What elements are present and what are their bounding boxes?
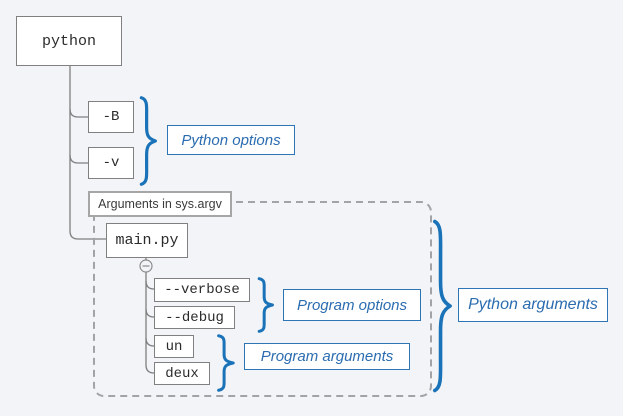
node-main-py: main.py bbox=[106, 223, 188, 258]
sys-argv-boundary-label: Arguments in sys.argv bbox=[88, 191, 232, 217]
node-option-b: -B bbox=[88, 101, 134, 133]
node-arg-un: un bbox=[154, 335, 194, 358]
caption-python-arguments: Python arguments bbox=[458, 288, 608, 322]
caption-python-options: Python options bbox=[167, 125, 295, 155]
node-python: python bbox=[16, 16, 122, 66]
python-arguments-brace-icon bbox=[430, 218, 453, 394]
connector-lines bbox=[69, 66, 155, 374]
program-arguments-brace-icon bbox=[214, 334, 236, 392]
sys-argv-dashed-boundary bbox=[93, 201, 432, 397]
collapse-minus-icon bbox=[139, 259, 153, 273]
python-options-brace-icon bbox=[137, 95, 158, 187]
node-option-v: -v bbox=[88, 147, 134, 179]
caption-program-options: Program options bbox=[283, 289, 421, 321]
node-verbose-flag: --verbose bbox=[154, 278, 250, 302]
node-debug-flag: --debug bbox=[154, 306, 235, 329]
node-arg-deux: deux bbox=[154, 362, 210, 385]
caption-program-arguments: Program arguments bbox=[244, 343, 410, 370]
program-options-brace-icon bbox=[255, 277, 275, 333]
